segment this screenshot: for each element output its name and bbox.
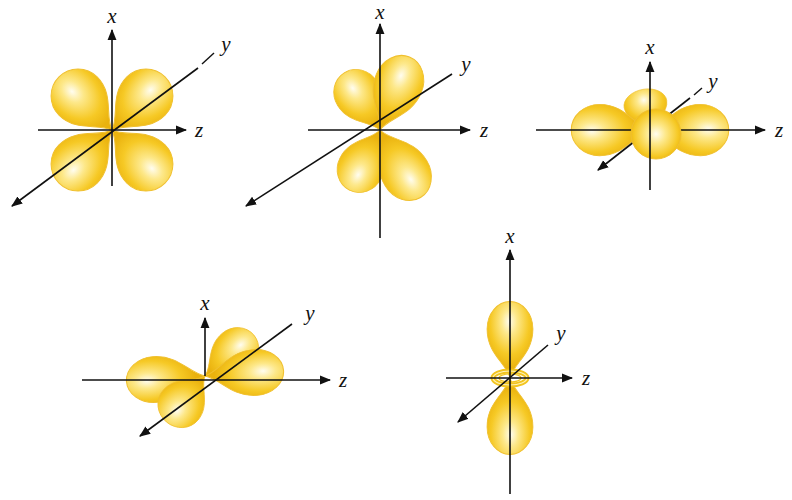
axis-label: y <box>461 54 470 75</box>
axis-line <box>598 98 690 170</box>
orbital-panel <box>12 30 214 206</box>
axis-line <box>458 345 548 422</box>
axis-line <box>82 379 330 381</box>
axis-label: x <box>107 6 116 27</box>
axis-label: z <box>480 120 488 141</box>
axis-line <box>509 250 511 494</box>
orbital-lobe <box>359 117 441 210</box>
orbital-lobe <box>93 111 184 202</box>
orbital-lobe <box>631 109 681 159</box>
orbital-panel <box>446 250 572 494</box>
orbital-panel <box>82 318 330 437</box>
axis-label: z <box>339 370 347 391</box>
orbital-panel <box>246 24 470 238</box>
axis-label: y <box>305 303 314 324</box>
axis-label: z <box>582 368 590 389</box>
axis-label: y <box>556 323 565 344</box>
axis-line <box>140 324 292 436</box>
axis-line <box>649 62 651 190</box>
axis-label: z <box>775 120 783 141</box>
axis-line <box>204 318 206 376</box>
axis-label: x <box>645 37 654 58</box>
orbital-panel <box>536 62 765 190</box>
orbital-lobe <box>203 348 285 399</box>
orbital-lobe <box>149 361 223 436</box>
axis-line <box>38 129 186 131</box>
axis-line <box>379 24 381 238</box>
axis-label: y <box>221 34 230 55</box>
axis-label: x <box>200 293 209 314</box>
axis-label: z <box>195 120 203 141</box>
leader-line <box>202 53 214 64</box>
axis-line <box>246 74 452 206</box>
axis-label: x <box>375 2 384 23</box>
axis-line <box>111 30 113 186</box>
leader-line <box>694 88 702 95</box>
axis-line <box>12 68 198 206</box>
axis-label: x <box>505 226 514 247</box>
axis-line <box>308 129 470 131</box>
axis-label: y <box>708 71 717 92</box>
